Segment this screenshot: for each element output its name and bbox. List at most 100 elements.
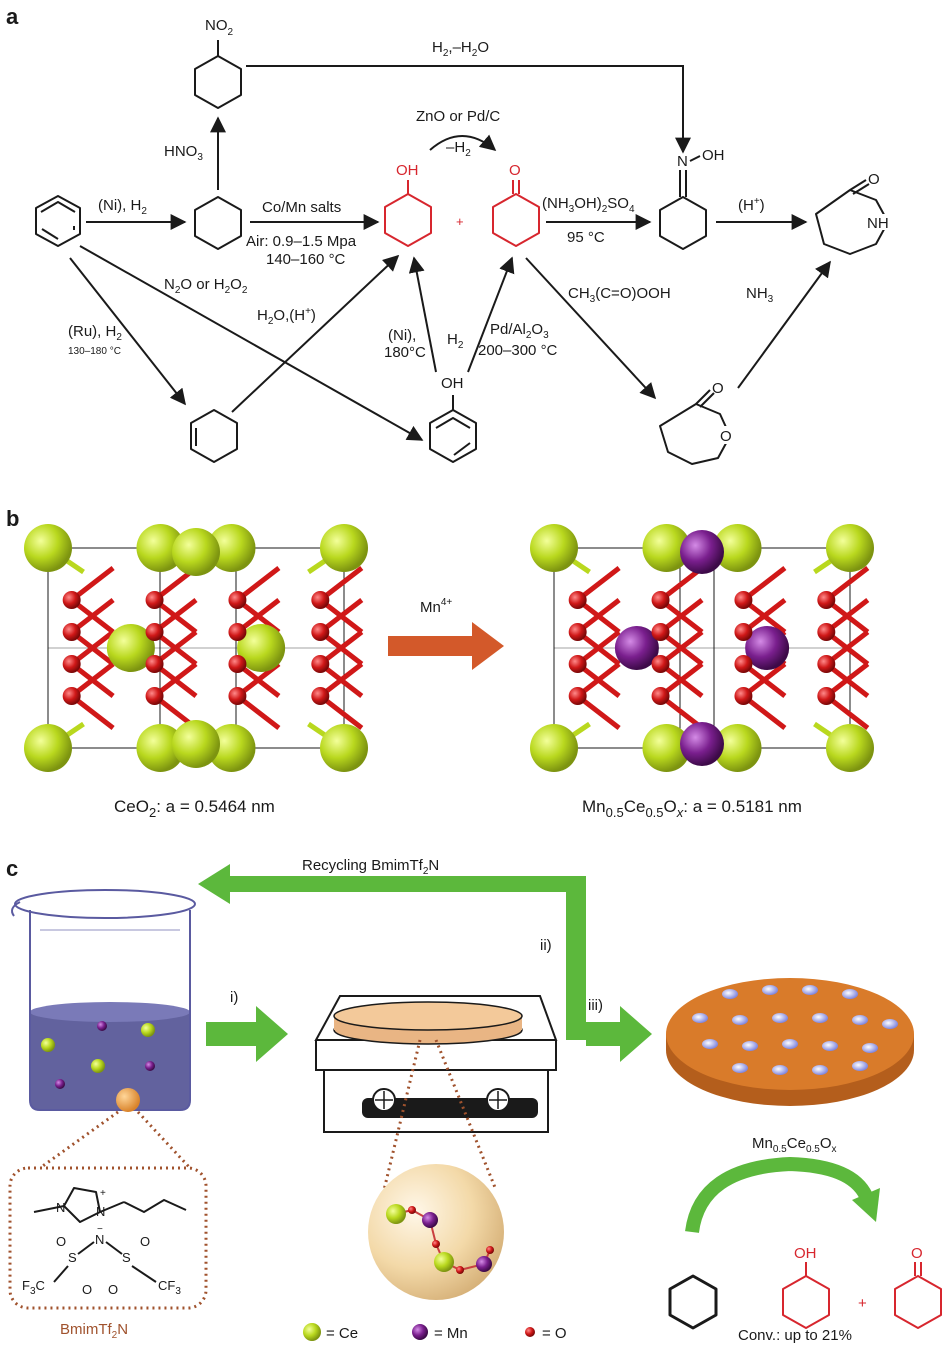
zno-pd-label: ZnO or Pd/C [416,108,500,125]
pd-temp-label: 200–300 °C [478,342,558,359]
beaker [11,889,196,1112]
active-site-spot [802,985,818,995]
nitrocyclohexane-molecule: NO2 [194,17,242,109]
active-site-spot [852,1015,868,1025]
ce-atom [172,528,220,576]
active-site-spot [822,1041,838,1051]
il-o1-label: O [56,1234,66,1249]
hno3-label: HNO3 [164,143,203,163]
o-atom [734,687,753,705]
panel-a: a NO2 OH [6,4,896,465]
legend-mn-swatch [412,1324,428,1340]
ce-atom [237,624,286,672]
sol-gel-bead [368,1039,504,1300]
panel-c: c Recycling BmimTf2N ii) [6,856,942,1344]
caprolactone-molecule: O O [659,380,734,465]
active-site-spot [772,1013,788,1023]
active-site-spot [812,1065,828,1075]
o-atom [62,687,81,705]
cyclohexanone-product: O [894,1245,942,1329]
active-site-spot [692,1013,708,1023]
phenol-oh-label: OH [441,375,464,392]
reaction-arrows [69,65,831,441]
cyclohexane-reactant [668,1274,718,1330]
mn-atom [614,626,659,670]
ru-temp-label: 130–180 °C [68,346,121,357]
il-plus-label: + [100,1188,106,1199]
il-o2-label: O [140,1234,150,1249]
lactam-nh-label: NH [867,215,889,232]
pd-alumina-label: Pd/Al2O3 [490,321,549,341]
ce-atom [136,724,185,772]
cyclohexene-molecule [190,409,238,463]
mn-atom [680,530,724,574]
o-atom [145,591,164,609]
active-site-spot [732,1063,748,1073]
ce-atom [642,524,691,572]
mn4-label: Mn4+ [420,597,452,616]
il-o3-label: O [82,1282,92,1297]
step-iii-arrow: iii) [586,997,652,1062]
step-ii-label: ii) [540,937,552,954]
lactone-o-label: O [712,380,724,397]
mnceox-lattice [530,524,874,772]
il-n2-label: N [96,1204,105,1219]
cyclohexanone-molecule: O [492,162,540,247]
legend-o-label: = O [542,1325,567,1342]
ce-atom [172,720,220,768]
lactam-o-label: O [868,171,880,188]
bmim-label: BmimTf2N [60,1321,128,1341]
ce-atom [642,724,691,772]
o-atom [651,687,670,705]
cyclohexanol-molecule: OH [384,162,432,247]
ce-atom [136,524,185,572]
ni-label: (Ni), [388,327,416,344]
o-atom [568,655,587,673]
active-site-spot [862,1043,878,1053]
o-atom [228,687,247,705]
cyclohexanol-oh-label: OH [396,162,419,179]
lactone-ring-o-label: O [720,428,732,445]
active-site-spot [772,1065,788,1075]
caprolactam-molecule: O NH [815,171,896,255]
catalyst-disc [666,978,914,1106]
co-mn-label: Co/Mn salts [262,199,341,216]
active-site-spot [812,1013,828,1023]
recycling-arrow: Recycling BmimTf2N ii) [198,857,586,1040]
ionic-liquid-inset: N N + N − S S O O O O F3C CF3 BmimTf2N [8,1110,208,1341]
active-site-spot [842,989,858,999]
o-atom [145,687,164,705]
air-pressure-label: Air: 0.9–1.5 Mpa [246,233,357,250]
temp-95-label: 95 °C [567,229,605,246]
ce-atom [320,524,368,572]
ce-atom [530,724,578,772]
oxidation-arrow [685,1156,880,1234]
il-n1-label: N [56,1200,65,1215]
ce-atom [106,624,155,672]
il-s1-label: S [68,1250,77,1265]
o-atom [228,623,247,641]
oxime-molecule: N OH [659,147,725,250]
legend-ce-swatch [303,1323,321,1341]
o-atom [568,623,587,641]
o-atom [651,655,670,673]
nitro-label: NO2 [205,17,234,38]
o-atom [145,655,164,673]
panel-b: b Mn4+ CeO2: a = 0.5464 nm Mn0.5Ce0.5Ox:… [6,506,874,820]
step-i-label: i) [230,989,238,1006]
o-atom [568,591,587,609]
o-atom [62,623,81,641]
o-atom [651,623,670,641]
o-atom [62,591,81,609]
o-atom [311,623,330,641]
oxime-oh-label: OH [702,147,725,164]
active-site-spot [762,985,778,995]
step-i-arrow: i) [206,989,288,1062]
catalyst-label: Mn0.5Ce0.5Ox [752,1135,837,1155]
h2-h2o-label: H2,–H2O [432,39,489,59]
il-cf3-left-label: F3C [22,1278,45,1297]
o-atom [62,655,81,673]
ce-atom [24,724,72,772]
panel-b-letter: b [6,506,19,531]
hot-plate [314,995,558,1133]
